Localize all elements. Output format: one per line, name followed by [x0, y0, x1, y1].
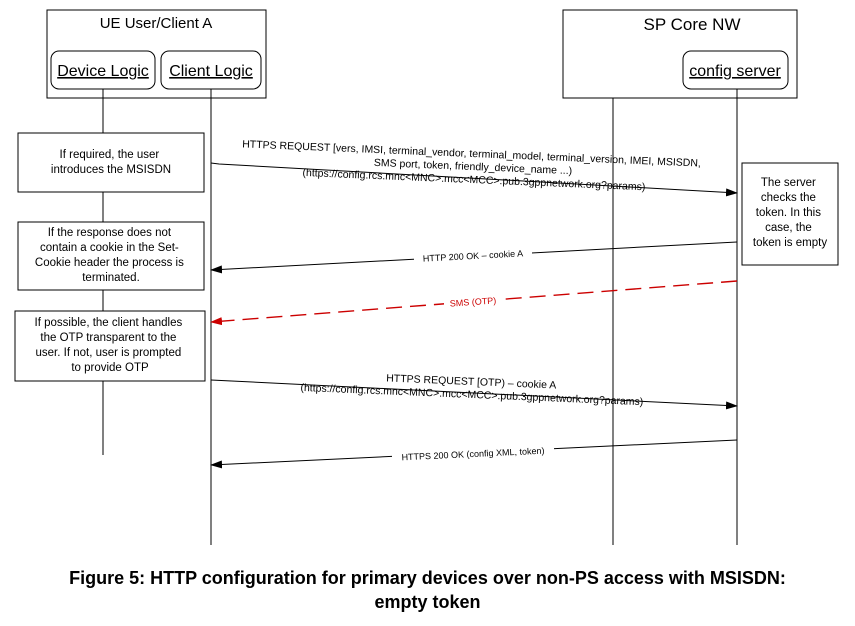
response2-label-bg [392, 447, 554, 459]
note-cookie-line: Cookie header the process is [35, 257, 184, 269]
note-otp-text: If possible, the client handles the OTP … [35, 317, 186, 374]
sms-otp-label-bg [444, 296, 502, 308]
figure-caption-line: empty token [374, 592, 481, 612]
request2-label: HTTPS REQUEST [OTP) – cookie A (https://… [300, 369, 644, 408]
sms-otp-label: SMS (OTP) [449, 295, 496, 308]
response1-label-bg [414, 249, 532, 261]
ue-group-title: UE User/Client A [100, 15, 213, 32]
note-otp-line: to provide OTP [71, 362, 149, 374]
note-msisdn-line: If required, the user [60, 149, 160, 161]
note-cookie-box [17, 221, 205, 291]
note-server-text: The server checks the token. In this cas… [753, 177, 827, 249]
note-server-line: token is empty [753, 237, 827, 249]
device-logic-label: Device Logic [57, 63, 149, 80]
figure-caption-line: Figure 5: HTTP configuration for primary… [69, 568, 786, 588]
note-server-line: case, the [765, 222, 812, 234]
note-cookie-line: terminated. [82, 272, 140, 284]
note-msisdn-box [17, 132, 205, 193]
figure-caption: Figure 5: HTTP configuration for primary… [0, 566, 855, 614]
note-cookie-line: contain a cookie in the Set- [40, 242, 179, 254]
config-server-box [682, 50, 789, 90]
request1-label: HTTPS REQUEST [vers, IMSI, terminal_vend… [241, 138, 704, 195]
note-msisdn-text: If required, the user introduces the MSI… [51, 149, 171, 176]
note-server-line: checks the [761, 192, 816, 204]
core-group-title: SP Core NW [644, 15, 741, 34]
note-server-line: token. In this [756, 207, 821, 219]
note-server-line: The server [761, 177, 816, 189]
request2-arrow [210, 379, 738, 410]
note-otp-line: the OTP transparent to the [40, 332, 176, 344]
note-otp-line: user. If not, user is prompted [36, 347, 182, 359]
note-server-box [741, 162, 839, 266]
client-logic-label: Client Logic [169, 63, 253, 80]
note-msisdn-line: introduces the MSISDN [51, 164, 171, 176]
note-cookie-line: If the response does not [48, 227, 172, 239]
sms-otp-arrow [210, 280, 738, 326]
note-otp-box [14, 310, 206, 382]
sequence-diagram: UE User/Client A SP Core NW Device Logic… [14, 9, 839, 545]
config-server-label: config server [689, 63, 781, 80]
note-cookie-text: If the response does not contain a cooki… [35, 227, 187, 284]
note-otp-line: If possible, the client handles [35, 317, 183, 329]
request1-arrow [210, 162, 738, 197]
